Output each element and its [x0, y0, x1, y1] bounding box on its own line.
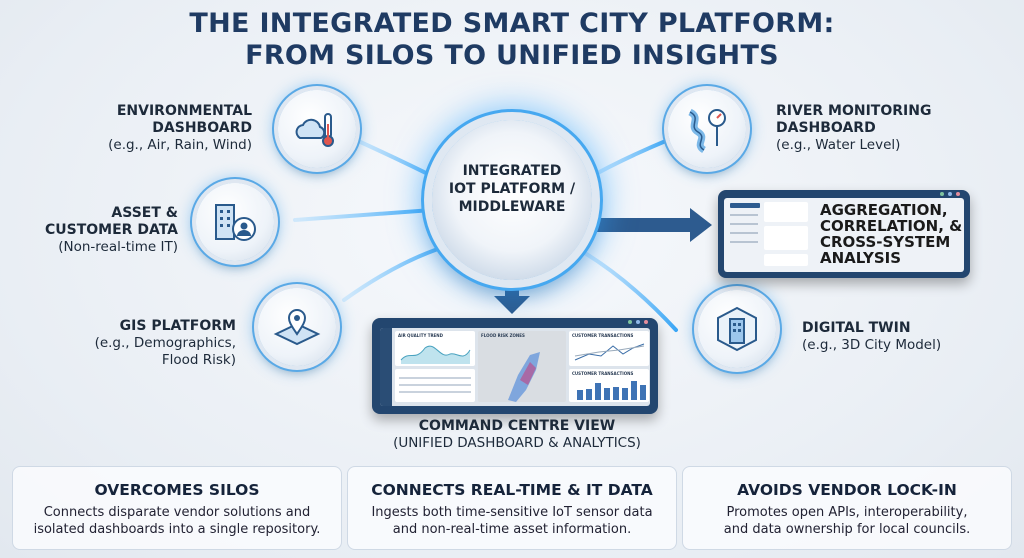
cube-building-icon	[717, 306, 757, 352]
arrow-right-icon	[592, 208, 712, 242]
card-flood-title: FLOOD RISK ZONES	[481, 333, 525, 338]
river-node[interactable]	[668, 90, 746, 168]
environmental-node[interactable]	[278, 90, 356, 168]
flood-map	[508, 352, 540, 402]
arrow-down-icon	[494, 280, 530, 314]
iot-platform-hub	[432, 120, 592, 280]
card-transactions-bar-title: CUSTOMER TRANSACTIONS	[572, 371, 634, 376]
command-centre-label: COMMAND CENTRE VIEW(UNIFIED DASHBOARD & …	[393, 418, 641, 451]
gis-label: GIS PLATFORM(e.g., Demographics,Flood Ri…	[94, 318, 236, 368]
cloud-thermometer-icon	[295, 113, 334, 147]
transactions-bar-chart	[577, 381, 646, 400]
building-user-icon	[215, 204, 256, 241]
command-centre-screen: AIR QUALITY TREND FLOOD RISK ZONES CUSTO…	[372, 318, 658, 414]
digital-twin-node[interactable]	[698, 290, 776, 368]
page-title: THE INTEGRATED SMART CITY PLATFORM:FROM …	[189, 8, 835, 71]
transactions-line-chart	[574, 343, 645, 361]
asset-node[interactable]	[196, 183, 274, 261]
gis-node[interactable]	[258, 288, 336, 366]
card-air-quality-title: AIR QUALITY TREND	[398, 333, 443, 338]
map-pin-icon	[273, 309, 321, 346]
digital-twin-label: DIGITAL TWIN(e.g., 3D City Model)	[802, 320, 942, 353]
asset-label: ASSET &CUSTOMER DATA(Non-real-time IT)	[45, 205, 178, 255]
card-transactions-title: CUSTOMER TRANSACTIONS	[572, 333, 634, 338]
air-quality-chart	[400, 345, 471, 364]
river-gauge-icon	[688, 108, 726, 153]
